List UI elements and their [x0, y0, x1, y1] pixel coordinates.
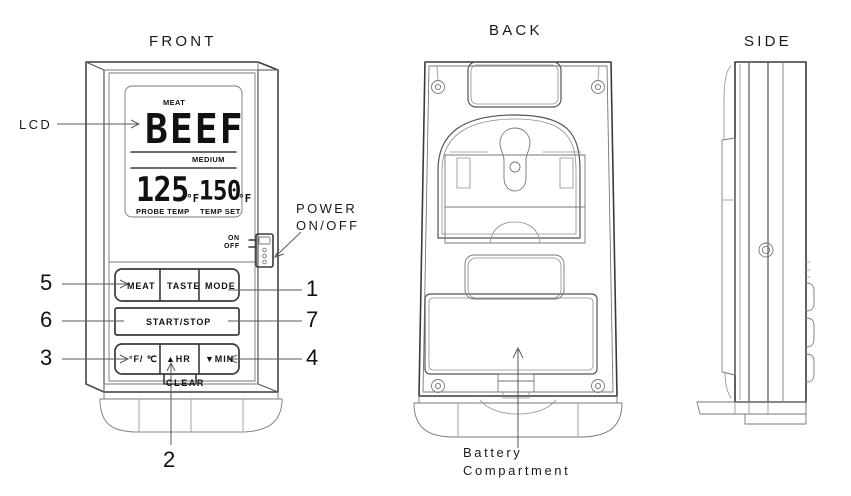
callout-5: 5 [40, 270, 53, 295]
battery-compartment-label-line1: Battery [463, 445, 523, 460]
back-view-art [413, 61, 623, 448]
button-mode[interactable]: MODE [205, 281, 236, 291]
button-minute[interactable]: ▼MIN [205, 354, 235, 364]
front-leader-lines [57, 119, 302, 445]
lcd-meat-value: BEEF [145, 105, 245, 153]
callout-6: 6 [40, 307, 53, 332]
power-label-line1: POWER [296, 201, 358, 216]
button-hour[interactable]: ▲HR [166, 354, 191, 364]
lcd-set-unit: °F [238, 192, 252, 205]
callout-4: 4 [306, 345, 319, 370]
switch-on-label: ON [228, 235, 240, 242]
lcd-doneness-tag: MEDIUM [192, 155, 225, 164]
button-units[interactable]: °F/ ℃ [129, 354, 158, 364]
callout-1: 1 [306, 276, 319, 301]
callout-3: 3 [40, 345, 53, 370]
button-meat[interactable]: MEAT [127, 281, 156, 291]
callout-7: 7 [306, 307, 319, 332]
side-view-art [696, 61, 815, 425]
view-title-back: BACK [489, 22, 543, 39]
switch-off-label: OFF [224, 243, 240, 250]
button-taste[interactable]: TASTE [167, 281, 201, 291]
view-title-front: FRONT [149, 33, 217, 50]
lcd-set-value: 150 [199, 175, 241, 207]
lcd-meat-tag: MEAT [163, 98, 186, 107]
lcd-probe-value: 125 [136, 171, 189, 211]
button-start-stop[interactable]: START/STOP [146, 317, 212, 327]
lcd-probe-tag: PROBE TEMP [136, 207, 190, 216]
view-title-side: SIDE [744, 33, 792, 50]
lcd-label: LCD [19, 117, 53, 132]
battery-compartment-label-line2: Compartment [463, 463, 571, 478]
power-label-line2: ON/OFF [296, 218, 360, 233]
lcd-set-tag: TEMP SET [200, 207, 241, 216]
callout-2: 2 [163, 447, 176, 472]
lcd-probe-unit: °F [186, 192, 200, 205]
clear-label: CLEAR [166, 378, 205, 388]
front-view-art [85, 61, 283, 433]
